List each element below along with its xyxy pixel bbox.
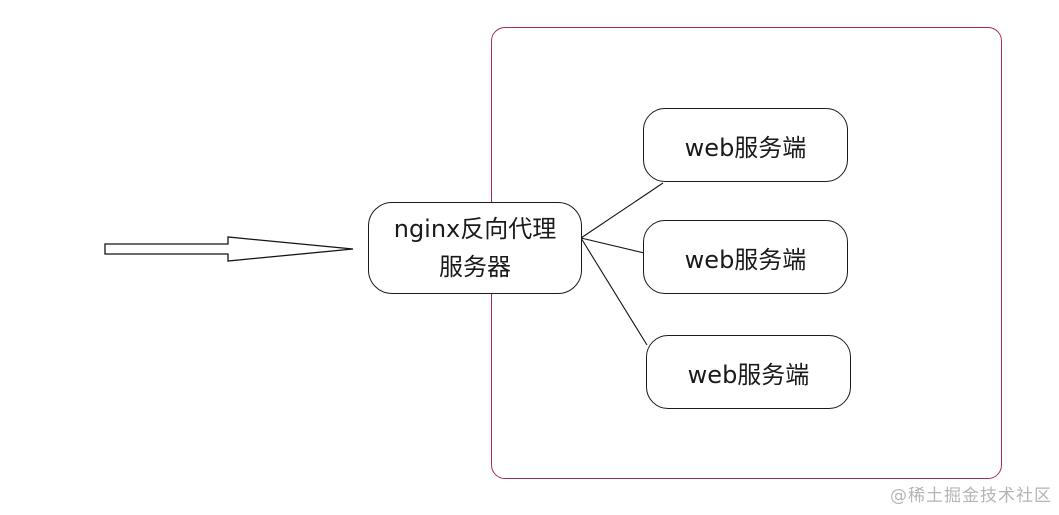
web-server-node-3: web服务端 bbox=[646, 335, 851, 409]
proxy-label-line2: 服务器 bbox=[439, 253, 511, 281]
web-server-label: web服务端 bbox=[684, 245, 807, 274]
web-server-node-1: web服务端 bbox=[643, 108, 848, 182]
nginx-reverse-proxy-node: nginx反向代理 服务器 bbox=[368, 202, 582, 294]
web-server-label: web服务端 bbox=[687, 360, 810, 389]
connector-proxy-to-web-3 bbox=[580, 237, 648, 346]
web-server-label: web服务端 bbox=[684, 133, 807, 162]
connector-proxy-to-web-1 bbox=[580, 182, 664, 239]
web-server-node-2: web服务端 bbox=[643, 220, 848, 294]
incoming-request-arrow-icon bbox=[104, 236, 354, 262]
watermark-text: @稀土掘金技术社区 bbox=[890, 486, 1052, 506]
proxy-label-line1: nginx反向代理 bbox=[393, 215, 557, 243]
